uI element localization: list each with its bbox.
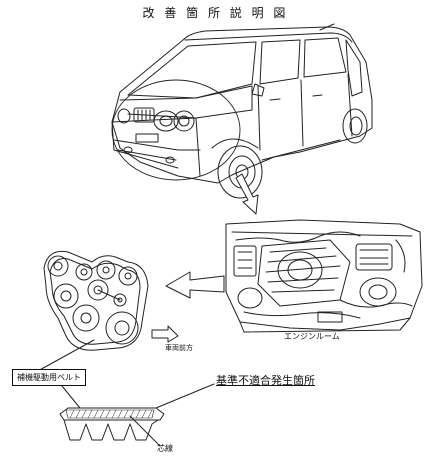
arrow-to-belt-diagram bbox=[165, 271, 225, 299]
leader-line-belt bbox=[35, 339, 95, 373]
car-illustration bbox=[111, 23, 373, 199]
vehicle-forward-arrow bbox=[151, 325, 179, 343]
leader-line-defect bbox=[155, 383, 215, 409]
engine-room-label: エンジンルーム bbox=[284, 332, 340, 341]
vehicle-forward-label: 車両前方 bbox=[165, 344, 193, 352]
accessory-belt-label: 補機駆動用ベルト bbox=[12, 369, 86, 386]
page-title: 改 善 箇 所 説 明 図 bbox=[142, 6, 289, 20]
arrow-to-engine-room bbox=[235, 173, 259, 215]
belt-cross-section bbox=[59, 385, 165, 447]
engine-room-illustration bbox=[225, 219, 423, 333]
core-wire-label: 芯線 bbox=[157, 444, 173, 453]
belt-layout-diagram bbox=[43, 250, 149, 351]
nonconformity-location-label: 基準不適合発生箇所 bbox=[216, 374, 315, 387]
